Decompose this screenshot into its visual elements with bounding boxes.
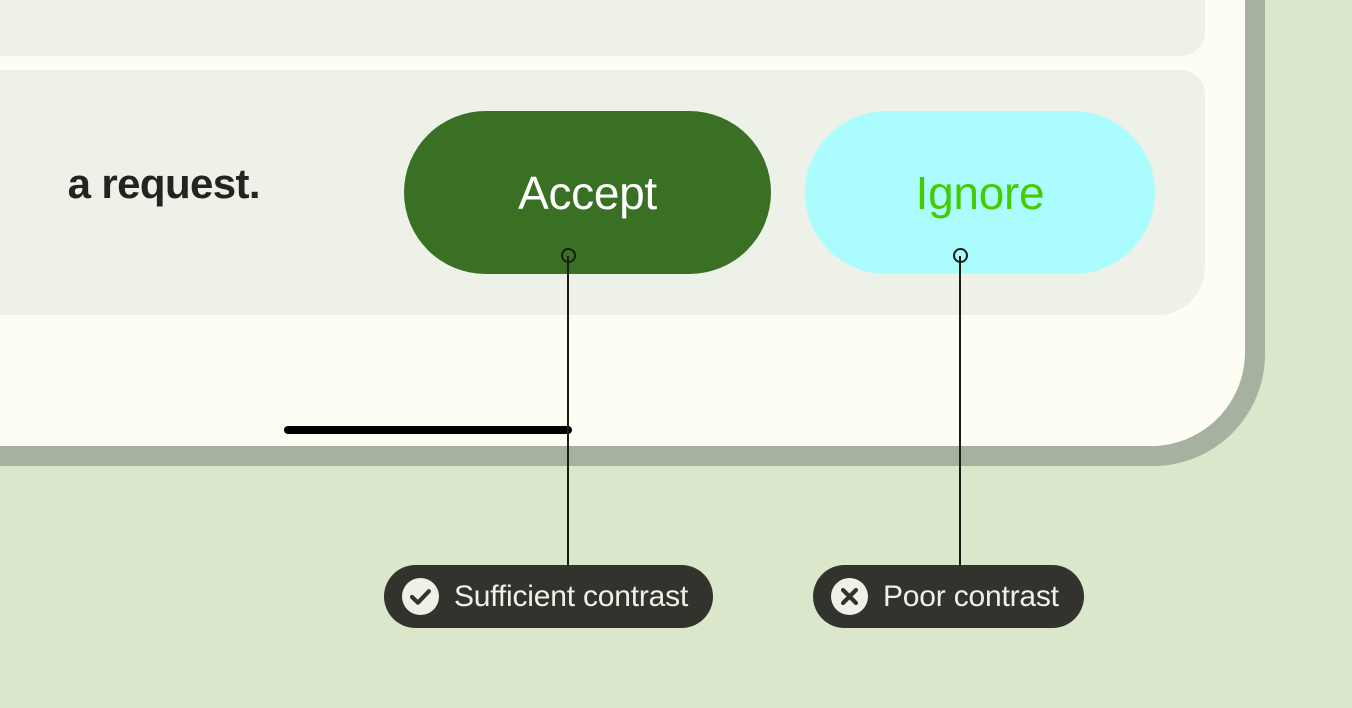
x-circle-icon (831, 578, 868, 615)
callout-label-poor-contrast: Poor contrast (883, 579, 1059, 613)
callout-leader-line-ignore (959, 256, 961, 572)
device-frame: a request. Accept Ignore (0, 0, 1265, 466)
device-screen: a request. Accept Ignore (0, 0, 1245, 446)
callout-chip-sufficient-contrast: Sufficient contrast (384, 565, 714, 628)
check-circle-icon (402, 578, 439, 615)
ignore-button[interactable]: Ignore (805, 111, 1155, 274)
callout-chip-poor-contrast: Poor contrast (813, 565, 1084, 628)
content-card-above (0, 0, 1205, 56)
accept-button[interactable]: Accept (404, 111, 771, 274)
callout-anchor-dot-ignore (953, 248, 968, 263)
callout-anchor-dot-accept (561, 248, 576, 263)
request-body-text: a request. (67, 160, 261, 207)
callout-label-sufficient-contrast: Sufficient contrast (454, 579, 689, 613)
callout-leader-line-accept (567, 256, 569, 572)
home-indicator-bar (284, 426, 572, 434)
